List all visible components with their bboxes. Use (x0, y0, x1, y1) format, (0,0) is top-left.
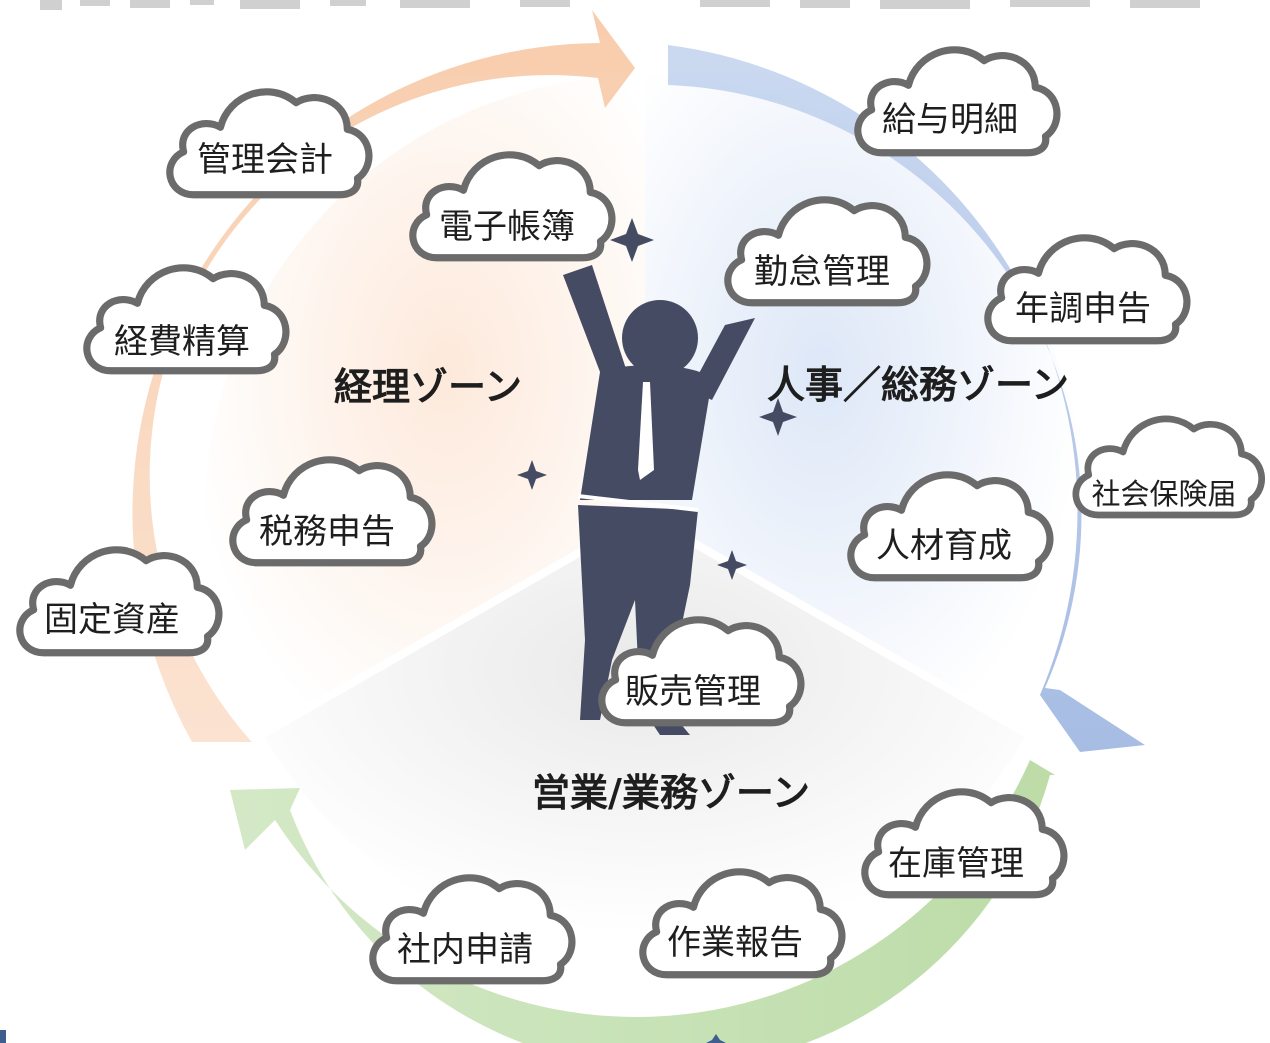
cloud-social-insurance: 社会保険届 (1076, 419, 1262, 515)
cloud-internal-request: 社内申請 (373, 878, 572, 981)
cloud-management-accounting: 管理会計 (170, 92, 369, 195)
sparkle-icon (717, 550, 747, 580)
sales-zone-label: 営業/業務ゾーン (532, 771, 810, 815)
accounting-zone-label: 経理ゾーン (334, 365, 522, 409)
sector-divider (643, 511, 1029, 738)
svg-text:固定資産: 固定資産 (44, 600, 180, 640)
cloud-sales-management: 販売管理 (602, 620, 801, 723)
sparkle-icon (759, 398, 797, 436)
cloud-fixed-assets: 固定資産 (20, 550, 219, 653)
title-remnant (40, 0, 1200, 10)
cloud-expense-settlement: 経費精算 (87, 268, 286, 371)
svg-text:社会保険届: 社会保険届 (1091, 477, 1236, 511)
cloud-tax-filing: 税務申告 (233, 460, 432, 563)
svg-text:給与明細: 給与明細 (882, 100, 1018, 140)
accounting-cycle-arrow (132, 10, 635, 742)
svg-text:人材育成: 人材育成 (876, 526, 1012, 566)
sparkle-icon (517, 460, 547, 490)
svg-text:税務申告: 税務申告 (259, 512, 395, 552)
svg-text:経費精算: 経費精算 (114, 322, 250, 362)
svg-text:電子帳簿: 電子帳簿 (439, 207, 575, 247)
svg-text:社内申請: 社内申請 (397, 930, 533, 970)
corner-marker-icon (0, 1030, 6, 1043)
cloud-talent-development: 人材育成 (851, 475, 1050, 578)
belt (577, 494, 699, 512)
hr-zone-label: 人事／総務ゾーン (767, 363, 1069, 407)
cloud-inventory-management: 在庫管理 (865, 792, 1064, 895)
cloud-work-report: 作業報告 (643, 872, 842, 975)
cloud-payslip: 給与明細 (858, 50, 1057, 153)
cloud-electronic-books: 電子帳簿 (413, 155, 612, 258)
cloud-year-end-adjustment: 年調申告 (988, 238, 1187, 341)
tie-icon (638, 382, 654, 480)
sparkle-icon (706, 1034, 726, 1043)
svg-text:管理会計: 管理会計 (197, 140, 333, 180)
svg-text:年調申告: 年調申告 (1015, 289, 1151, 329)
cloud-attendance-management: 勤怠管理 (728, 200, 927, 303)
svg-text:在庫管理: 在庫管理 (888, 844, 1024, 884)
svg-text:勤怠管理: 勤怠管理 (754, 252, 890, 292)
svg-text:販売管理: 販売管理 (625, 672, 761, 712)
sparkle-icon (610, 218, 654, 262)
svg-text:作業報告: 作業報告 (667, 923, 803, 963)
